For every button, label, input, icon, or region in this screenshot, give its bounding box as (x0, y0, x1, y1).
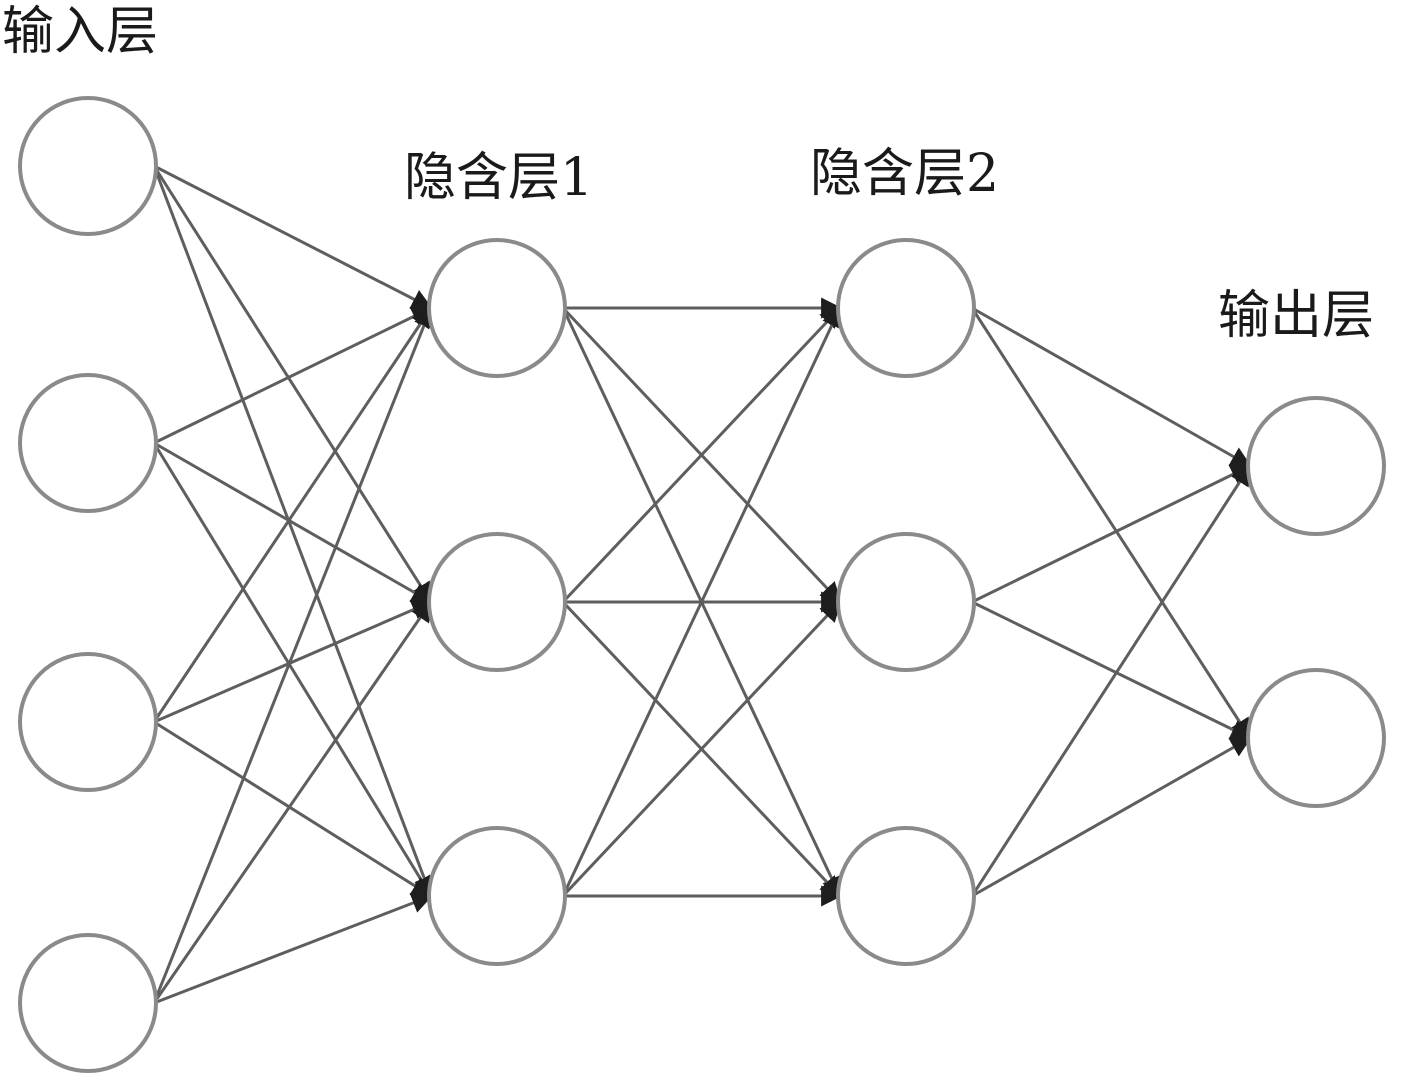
hidden1-node-3 (427, 826, 567, 966)
edge-input-2-to-hidden1-3 (152, 442, 433, 898)
edge-hidden1-3-to-hidden2-2 (561, 600, 842, 898)
edge-hidden1-3-to-hidden2-1 (561, 306, 842, 897)
output-layer-label: 输出层 (1218, 286, 1375, 346)
edge-input-4-to-hidden1-1 (152, 306, 434, 1004)
nodes-group (18, 96, 1386, 1073)
edge-hidden2-3-to-output-1 (970, 464, 1252, 897)
edge-hidden2-2-to-output-2 (971, 600, 1252, 740)
input-layer-label: 输入层 (2, 2, 159, 62)
edge-hidden2-1-to-output-1 (971, 306, 1252, 468)
edge-input-4-to-hidden1-2 (152, 600, 433, 1004)
edge-hidden2-2-to-output-1 (971, 464, 1252, 604)
edge-input-1-to-hidden1-3 (152, 165, 435, 898)
hidden-layer-1-label: 隐含层1 (404, 148, 594, 208)
edge-input-3-to-hidden1-3 (153, 720, 433, 898)
edge-hidden2-1-to-output-2 (970, 307, 1252, 740)
edge-hidden1-2-to-hidden2-1 (561, 306, 842, 604)
edge-input-3-to-hidden1-2 (153, 599, 433, 724)
hidden-layer-2-label: 隐含层2 (810, 144, 1000, 204)
edge-input-3-to-hidden1-1 (152, 306, 433, 723)
edge-input-1-to-hidden1-2 (152, 165, 433, 604)
input-node-2 (18, 373, 158, 513)
edge-hidden2-3-to-output-2 (971, 736, 1252, 898)
edges-group (152, 164, 1252, 1005)
output-node-2 (1246, 668, 1386, 808)
hidden1-node-1 (427, 238, 567, 378)
edge-input-2-to-hidden1-1 (153, 306, 433, 445)
edge-input-2-to-hidden1-2 (153, 441, 433, 604)
output-node-1 (1246, 396, 1386, 536)
edge-input-4-to-hidden1-3 (153, 893, 433, 1005)
hidden2-node-3 (836, 826, 976, 966)
hidden1-node-2 (427, 532, 567, 672)
hidden2-node-1 (836, 238, 976, 378)
input-node-3 (18, 652, 158, 792)
input-node-4 (18, 933, 158, 1073)
edge-input-1-to-hidden1-1 (153, 164, 433, 310)
hidden2-node-2 (836, 532, 976, 672)
input-node-1 (18, 96, 158, 236)
